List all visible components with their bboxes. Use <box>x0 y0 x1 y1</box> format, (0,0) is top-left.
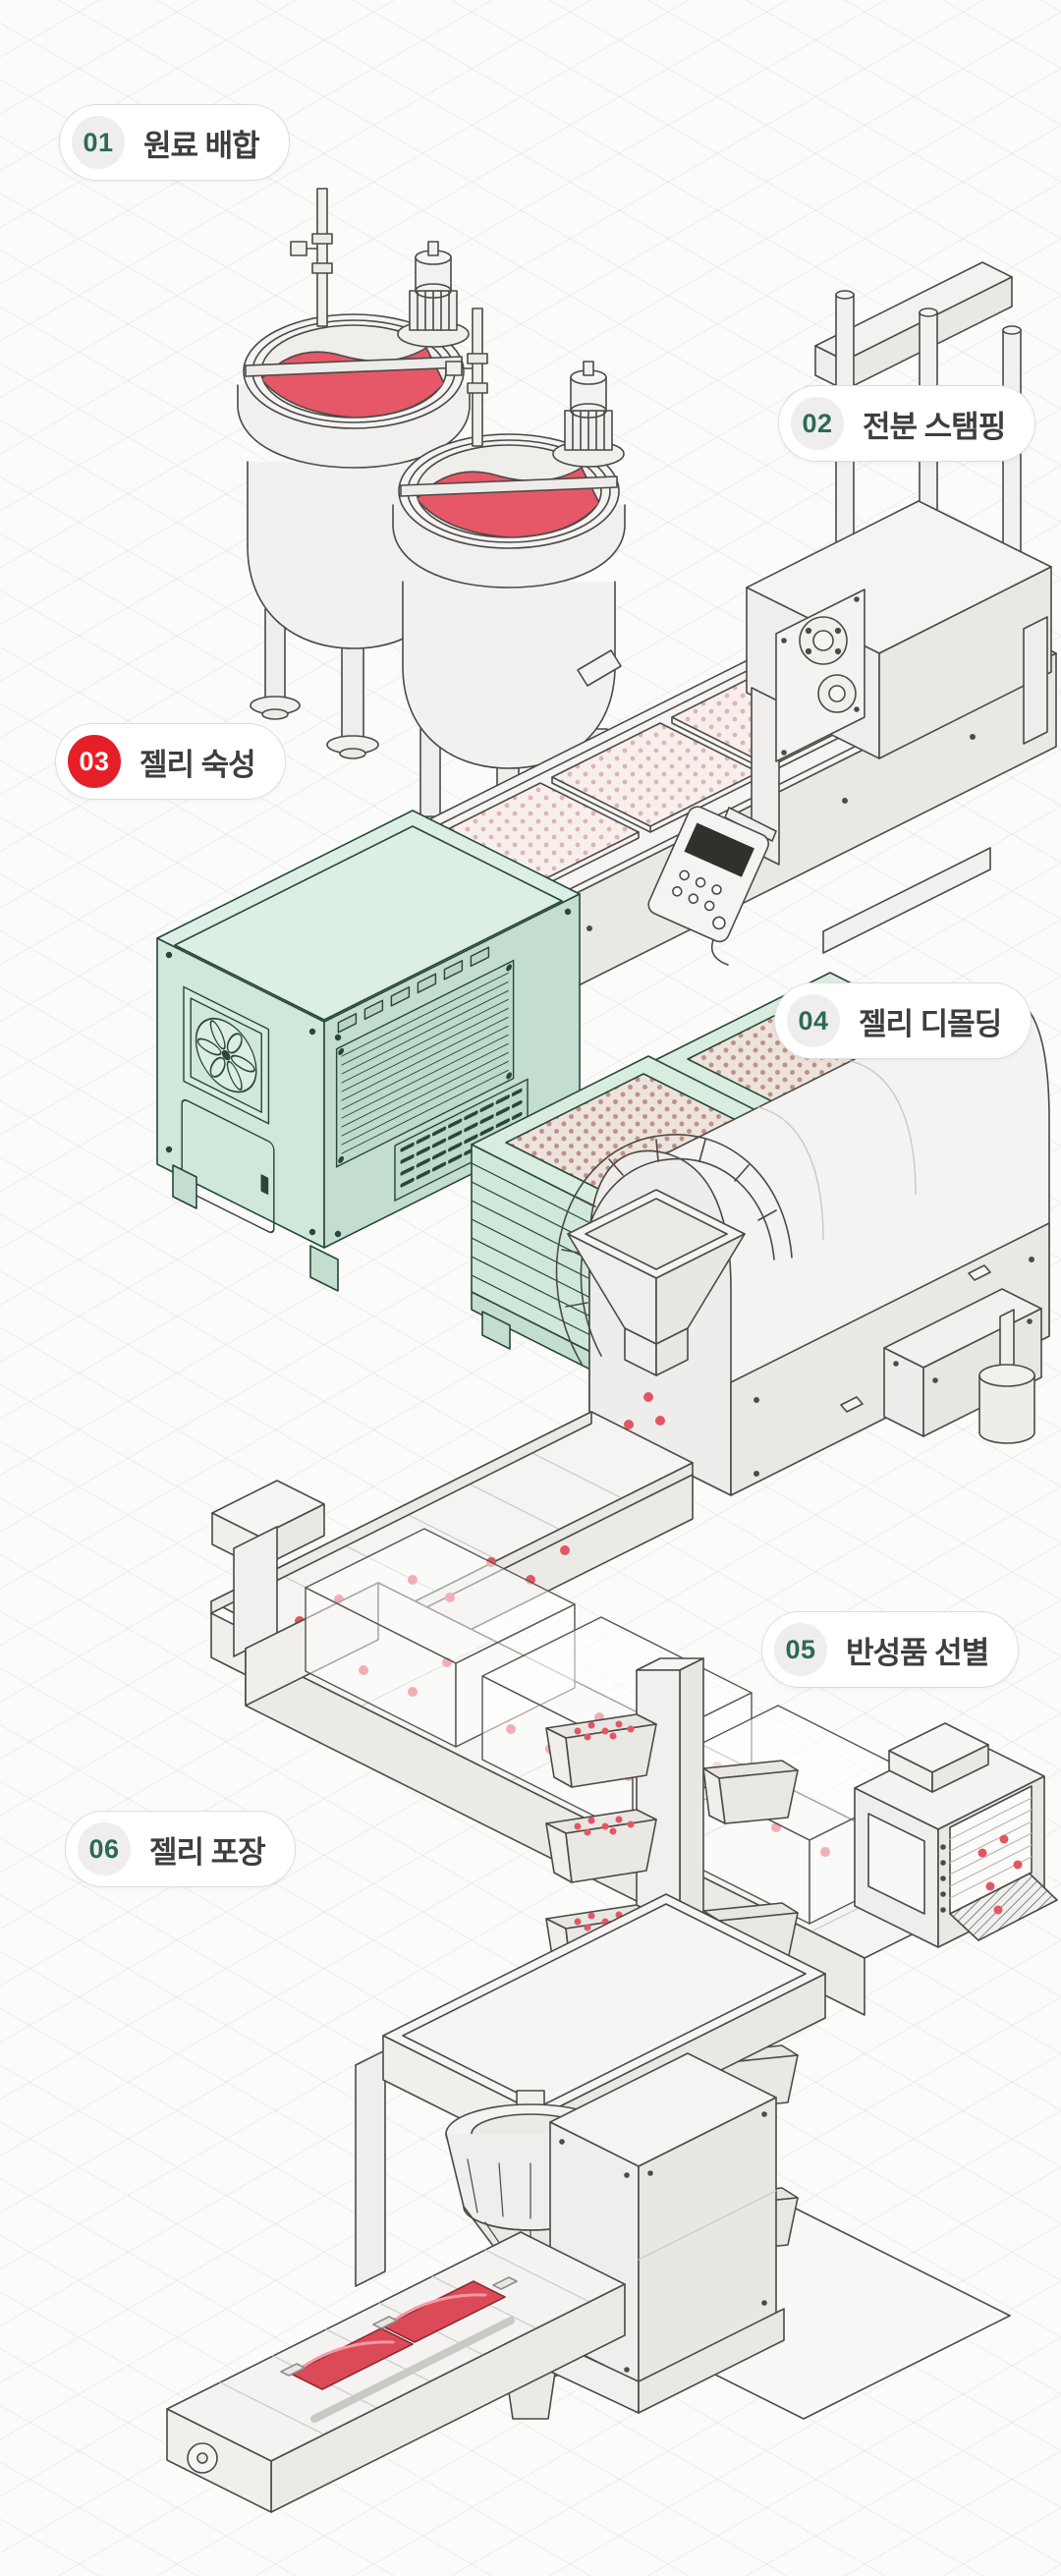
feed-hopper <box>567 1189 746 1376</box>
step-label: 전분 스탬핑 <box>863 409 1006 444</box>
perforated-grille <box>394 1078 529 1202</box>
step-number-badge: 06 <box>78 1822 131 1876</box>
step-number-badge: 01 <box>72 116 125 169</box>
step-chip-03: 03 젤리 숙성 <box>55 723 286 800</box>
support-cylinder-foot <box>978 1309 1035 1444</box>
agitator-motor <box>397 241 470 348</box>
step-number-badge: 03 <box>68 735 121 788</box>
step-chip-06: 06 젤리 포장 <box>65 1811 296 1887</box>
pouch-output-conveyor <box>166 2231 626 2513</box>
packaging-machine-illustration <box>166 1657 1011 2513</box>
jelly-pouch <box>372 2276 518 2343</box>
pendant-screen <box>684 822 754 877</box>
step-chip-01: 01 원료 배합 <box>59 104 290 181</box>
demolding-wheel <box>555 1133 793 1365</box>
step-chip-05: 05 반성품 선별 <box>761 1611 1020 1688</box>
step-number-badge: 04 <box>787 994 840 1047</box>
step-chip-04: 04 젤리 디몰딩 <box>774 982 1033 1059</box>
climate-control-unit <box>156 810 581 1292</box>
step-label: 젤리 디몰딩 <box>859 1006 1002 1041</box>
exit-chute-mesh <box>949 1873 1058 1941</box>
louver-grille <box>335 959 515 1168</box>
inlet-pipe <box>445 308 488 447</box>
inlet-pipe <box>290 188 333 327</box>
fan-icon <box>181 985 275 1234</box>
drive-flange-plate <box>775 588 866 762</box>
step-chip-02: 02 전분 스탬핑 <box>778 385 1036 462</box>
mixing-tanks-illustration <box>237 188 626 879</box>
handle <box>840 1396 864 1413</box>
inspection-end-unit <box>854 1722 1058 1948</box>
step-number-badge: 02 <box>791 397 844 450</box>
agitator-motor <box>552 361 625 468</box>
step-label: 젤리 숙성 <box>140 747 256 782</box>
step-label: 젤리 포장 <box>149 1834 266 1870</box>
control-pendant <box>647 806 777 966</box>
handle <box>968 1264 991 1281</box>
access-door <box>181 1098 275 1234</box>
vent-panels <box>335 946 529 1202</box>
step-label: 반성품 선별 <box>846 1635 989 1670</box>
stamping-press <box>746 261 1052 866</box>
step-number-badge: 05 <box>774 1623 827 1676</box>
conveyor-gantry <box>211 1480 325 1657</box>
mixing-tank-front <box>392 308 626 879</box>
step-label: 원료 배합 <box>143 128 260 163</box>
